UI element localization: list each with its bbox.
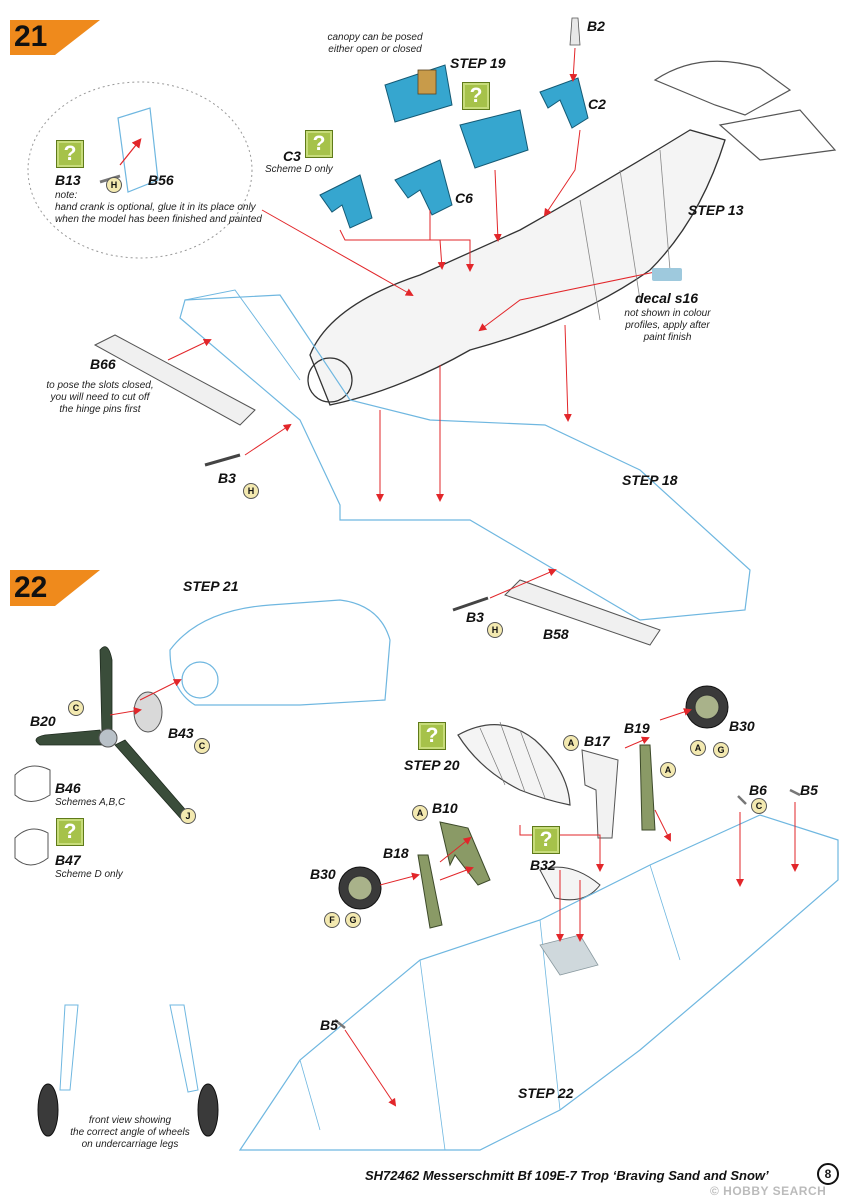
label-b10: B10 [432,800,458,816]
part-badge-g: G [345,912,361,928]
front-view-gear [37,1004,219,1137]
question-icon: ? [305,130,333,158]
scheme-d-note-2: Scheme D only [55,869,123,880]
wheel-b30-left [338,866,382,910]
label-b30: B30 [729,718,755,734]
question-icon: ? [532,826,560,854]
crank-inset-circle [27,81,253,259]
label-step18: STEP 18 [622,472,678,488]
step-21-tab [10,20,100,55]
step-number-22: 22 [14,571,48,604]
slat-b66 [93,334,256,426]
part-badge-h: H [487,622,503,638]
label-b32: B32 [530,857,556,873]
part-badge-f: F [324,912,340,928]
nose-cowling [307,357,353,403]
decal-s16-swatch [652,268,682,281]
label-b56: B56 [148,172,174,188]
label-b3: B3 [218,470,236,486]
label-b66: B66 [90,356,116,372]
slots-note: to pose the slots closed,you will need t… [46,380,154,415]
fuselage-step21 [309,129,726,406]
part-badge-a: A [563,735,579,751]
watermark: © HOBBY SEARCH [710,1184,827,1198]
label-b43: B43 [168,725,194,741]
label-b17: B17 [584,733,610,749]
label-b46: B46 [55,780,81,796]
gear-leg-b19 [639,744,656,831]
nose-step22 [169,599,391,706]
step-22-tab [10,570,100,606]
tank-rack [539,934,599,976]
step-number-21: 21 [14,20,48,53]
question-icon: ? [462,82,490,110]
crank-note: note:hand crank is optional, glue it in … [55,190,262,225]
spinner-b47 [14,828,49,866]
label-b58: B58 [543,626,569,642]
part-badge-h: H [106,177,122,193]
label-c3: C3 [283,148,301,164]
label-b30-left: B30 [310,866,336,882]
label-b47: B47 [55,852,81,868]
part-badge-c: C [194,738,210,754]
label-b5: B5 [800,782,818,798]
label-b19: B19 [624,720,650,736]
label-b2: B2 [587,18,605,34]
drop-tank [457,724,571,806]
part-badge-a: A [660,762,676,778]
cockpit-panel-b56 [117,107,159,193]
label-step13: STEP 13 [688,202,744,218]
tail-outline [653,60,792,116]
part-badge-c: C [68,700,84,716]
schemes-abc-note: Schemes A,B,C [55,797,126,808]
page-number: 8 [817,1163,839,1185]
part-badge-j: J [180,808,196,824]
gear-door-b10 [439,821,491,886]
part-badge-a: A [690,740,706,756]
label-b13: B13 [55,172,81,188]
label-step22: STEP 22 [518,1085,574,1101]
part-badge-a: A [412,805,428,821]
wing-step21 [179,294,751,621]
spinner-backplate [133,691,163,733]
wheel-b30-right [685,685,729,729]
footer-title: SH72462 Messerschmitt Bf 109E-7 Trop ‘Br… [365,1168,769,1183]
part-badge-g: G [713,742,729,758]
canopy-parts [319,64,589,229]
label-c2: C2 [588,96,606,112]
question-icon: ? [56,140,84,168]
slat-b58 [504,579,661,646]
label-b3: B3 [466,609,484,625]
label-step20: STEP 20 [404,757,460,773]
part-badge-h: H [243,483,259,499]
gear-leg-b18 [417,854,443,929]
label-step21: STEP 21 [183,578,239,594]
label-decal-s16: decal s16 [635,290,699,306]
propeller [35,646,191,823]
part-badge-c: C [751,798,767,814]
spinner-b46 [14,765,51,802]
label-step19: STEP 19 [450,55,506,71]
label-c6: C6 [455,190,473,206]
label-b6: B6 [749,782,767,798]
label-b5-left: B5 [320,1017,338,1033]
scheme-d-note: Scheme D only [265,164,333,175]
label-b20: B20 [30,713,56,729]
antenna-b2 [569,17,581,46]
label-b18: B18 [383,845,409,861]
question-icon: ? [56,818,84,846]
question-icon: ? [418,722,446,750]
gear-door-b17 [581,749,619,839]
